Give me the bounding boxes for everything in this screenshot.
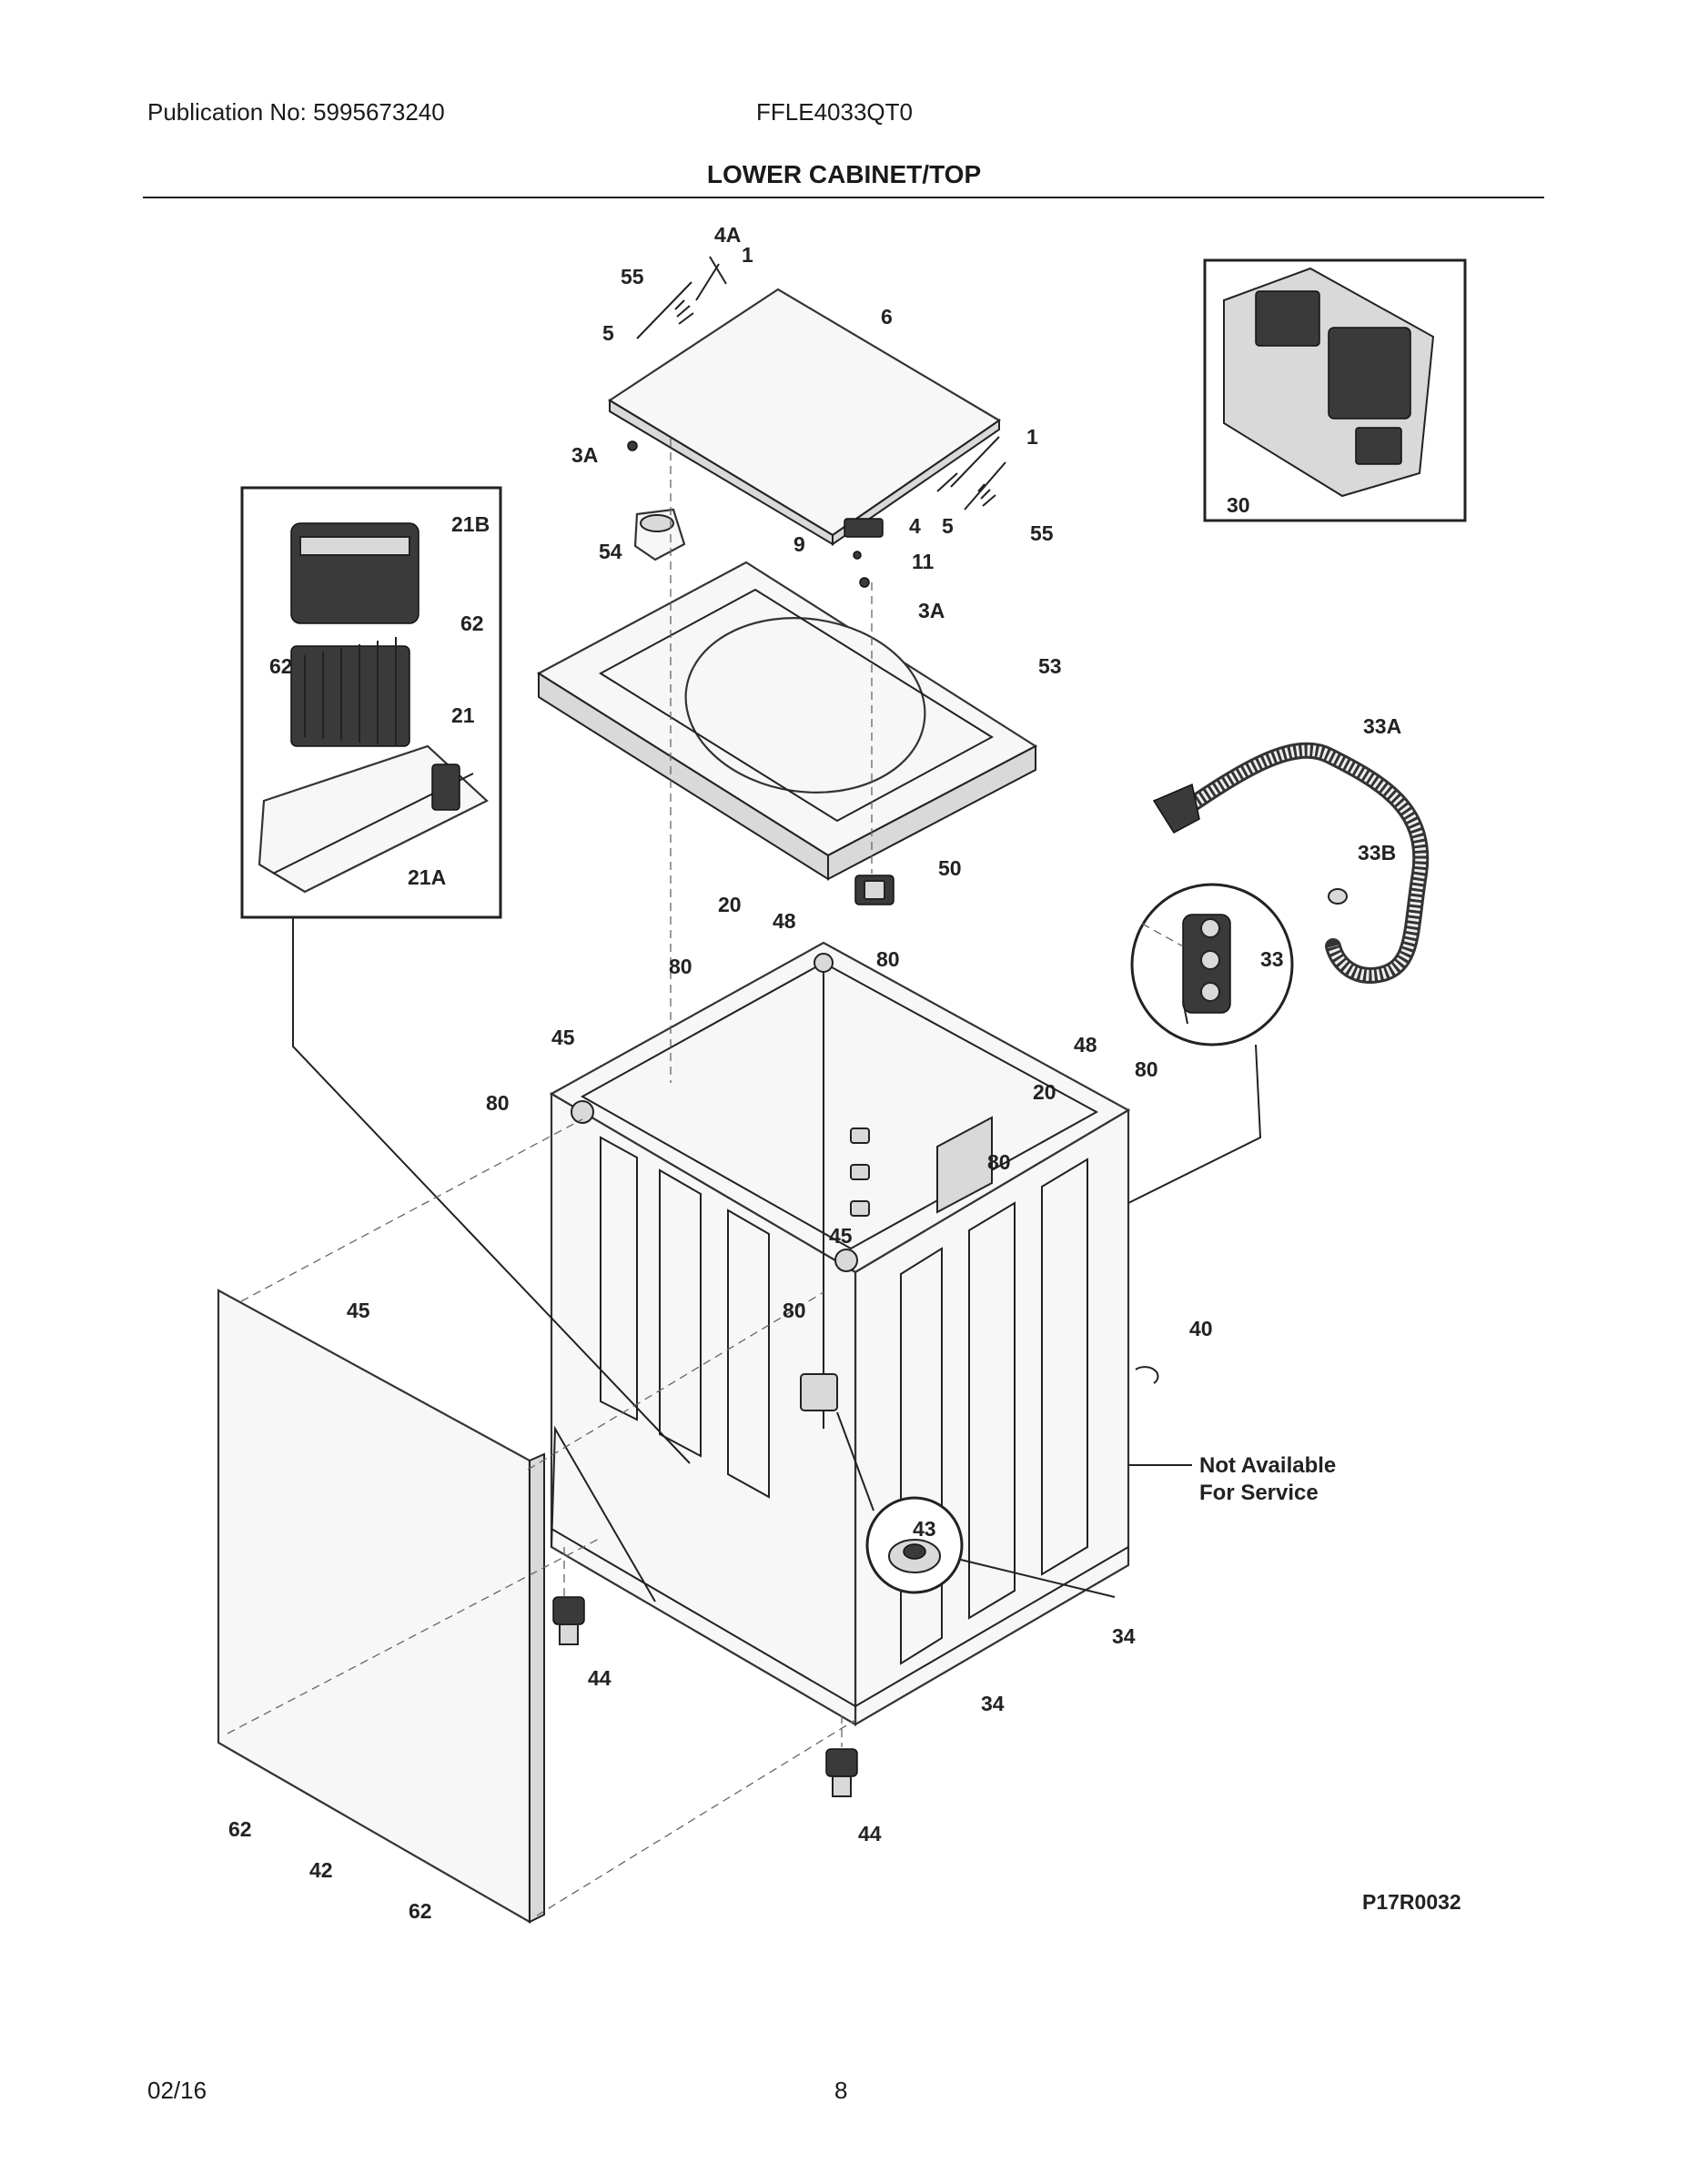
lid-hinge-hardware [627, 256, 1006, 588]
callout-label: 30 [1227, 493, 1250, 517]
callout-label: 54 [599, 540, 622, 563]
leader-lines [292, 917, 1262, 1598]
callout-label: 9 [793, 532, 805, 556]
callout-label: 43 [913, 1517, 936, 1541]
note-line-1: Not Available [1199, 1453, 1336, 1478]
page-title: LOWER CABINET/TOP [706, 160, 982, 188]
callout-label: 50 [938, 856, 962, 880]
drain-hose-part [1152, 742, 1430, 984]
callout-label: 44 [858, 1822, 882, 1845]
callout-label: 80 [783, 1299, 806, 1322]
callout-label: 40 [1189, 1317, 1213, 1340]
callout-label: 1 [1026, 425, 1038, 449]
callout-label: 62 [460, 612, 484, 635]
footer-date: 02/16 [147, 2077, 207, 2104]
callout-label: 21B [451, 512, 490, 536]
leveling-leg-part [552, 1596, 858, 1797]
callout-label: 33 [1260, 947, 1284, 971]
callout-label: 45 [551, 1026, 575, 1049]
water-valve-inset [1130, 883, 1294, 1046]
callout-label: 3A [571, 443, 598, 467]
callout-label: 6 [881, 305, 893, 329]
callout-label: 80 [1135, 1057, 1158, 1081]
callout-label: 80 [486, 1091, 510, 1115]
footer-page-number: 8 [834, 2077, 848, 2104]
control-board-inset [240, 486, 502, 919]
projection-lines [227, 439, 1184, 1916]
callout-label: 62 [269, 654, 293, 678]
callout-label: 62 [228, 1817, 252, 1841]
callout-label: 4A [714, 223, 741, 247]
note-line-2: For Service [1199, 1481, 1319, 1505]
diagram-code: P17R0032 [1362, 1890, 1461, 1914]
foot-inset [865, 1496, 964, 1594]
callout-label: 3A [918, 599, 945, 622]
callout-label: 20 [718, 893, 742, 916]
callout-label: 44 [588, 1666, 612, 1690]
callout-label: 34 [1112, 1624, 1136, 1648]
callout-label: 80 [987, 1150, 1011, 1174]
callout-label: 55 [621, 265, 644, 288]
cabinet-part [549, 941, 1131, 1726]
callout-label: 48 [773, 909, 796, 933]
callout-label: 48 [1074, 1033, 1097, 1057]
callout-label: 45 [829, 1224, 853, 1248]
callout-label: 62 [409, 1899, 432, 1923]
callout-label: 5 [602, 321, 614, 345]
callout-label: 45 [347, 1299, 370, 1322]
callout-label: 20 [1033, 1080, 1056, 1104]
lid-switch-part [854, 875, 895, 905]
callout-label: 1 [742, 243, 753, 267]
callout-label: 80 [876, 947, 900, 971]
model-number: FFLE4033QT0 [756, 98, 913, 126]
callout-label: 33A [1363, 714, 1401, 738]
retaining-clip-part [1135, 1366, 1159, 1384]
callout-label: 4 [909, 514, 921, 538]
callout-label: 53 [1038, 654, 1062, 678]
callout-label: 55 [1030, 521, 1054, 545]
callout-label: 21A [408, 865, 446, 889]
dispenser-cup-part [633, 508, 686, 561]
publication-number: Publication No: 5995673240 [147, 98, 445, 126]
motor-control-inset [1203, 258, 1467, 522]
callout-label: 34 [981, 1692, 1005, 1715]
top-panel-part [536, 561, 1038, 881]
callout-label: 21 [451, 703, 475, 727]
callout-label: 42 [309, 1858, 333, 1882]
callout-label: 11 [912, 550, 935, 573]
callout-label: 80 [669, 955, 692, 978]
callout-label: 33B [1358, 841, 1396, 864]
lid-part [607, 288, 1002, 546]
callout-label: 5 [942, 514, 954, 538]
front-panel-part [217, 1289, 545, 1924]
title-rule [143, 197, 1544, 198]
